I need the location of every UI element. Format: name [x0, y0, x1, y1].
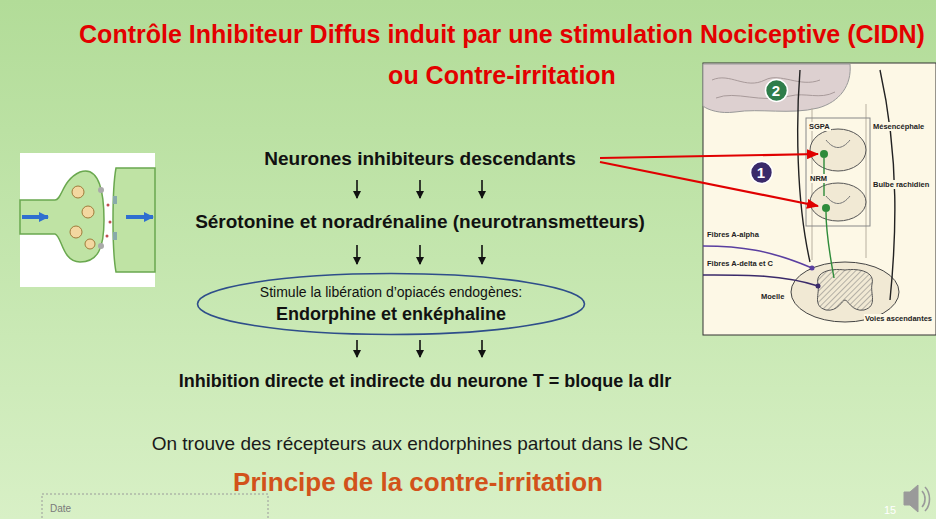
- node-text: 1: [757, 164, 765, 181]
- part-label: NRM: [809, 174, 828, 183]
- flow-result: Inhibition directe et indirecte du neuro…: [179, 371, 672, 392]
- principle-heading: Principe de la contre-irritation: [233, 467, 603, 498]
- part-label: Fibres A-delta et C: [706, 259, 774, 268]
- part-label: Fibres A-alpha: [706, 230, 760, 239]
- slide-number: 15: [884, 504, 896, 516]
- part-label: Moelle: [760, 292, 785, 301]
- node-text: Endorphine et enképhaline: [260, 304, 522, 325]
- part-label: Voies ascendantes: [864, 314, 933, 323]
- flow-step: Neurones inhibiteurs descendants: [264, 148, 575, 170]
- synapse-picture: [20, 153, 155, 287]
- nervous-system-illustration: [703, 63, 936, 335]
- node-content: Stimule la libération d’opiacés endogène…: [260, 284, 522, 325]
- down-arrows: [357, 180, 482, 357]
- callout-circle: 1: [749, 160, 774, 185]
- part-label: Mésencéphale: [872, 122, 925, 131]
- node-content: 2: [772, 82, 780, 99]
- node-text: 2: [772, 82, 780, 99]
- note-text: On trouve des récepteurs aux endorphines…: [152, 433, 689, 455]
- highlight-ellipse: Stimule la libération d’opiacés endogène…: [196, 272, 586, 336]
- part-label: SGPA: [808, 122, 831, 131]
- speaker-icon: [904, 485, 930, 512]
- date-box: [42, 494, 268, 519]
- node-content: 1: [757, 164, 765, 181]
- callout-circle: 2: [764, 78, 789, 103]
- part-label: Bulbe rachidien: [872, 180, 930, 189]
- flow-step: Sérotonine et noradrénaline (neurotransm…: [195, 211, 645, 233]
- node-text: Stimule la libération d’opiacés endogène…: [260, 284, 522, 300]
- date-field: Date: [50, 503, 71, 514]
- slide-title: Contrôle Inhibiteur Diffus induit par un…: [66, 14, 936, 96]
- red-pointer-arrows: [600, 154, 818, 206]
